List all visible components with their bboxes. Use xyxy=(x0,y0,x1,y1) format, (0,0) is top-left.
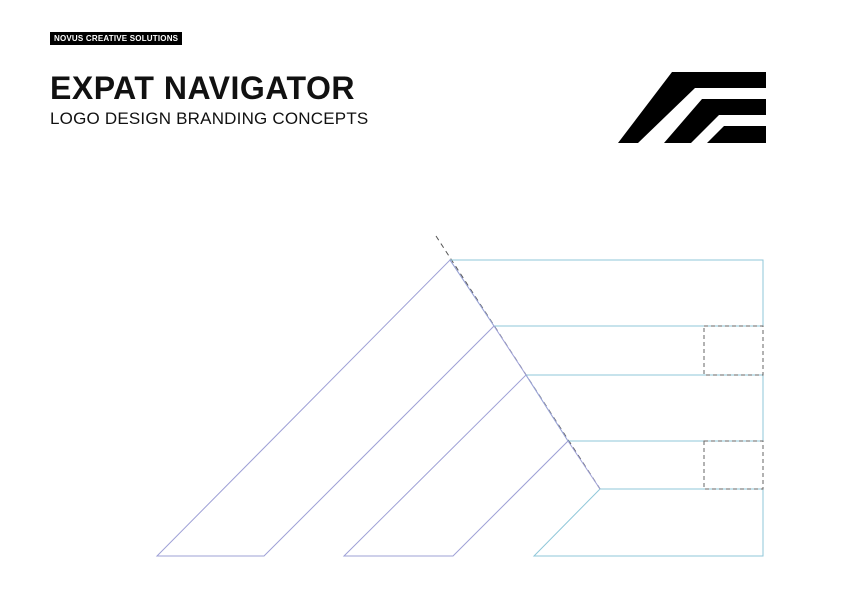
construction-left-stroke-1 xyxy=(155,259,495,557)
studio-badge: NOVUS CREATIVE SOLUTIONS xyxy=(50,32,183,45)
connector-top xyxy=(493,325,527,376)
page-title: EXPAT NAVIGATOR xyxy=(50,70,355,106)
connector-bottom xyxy=(567,440,601,490)
construction-left-stroke-2 xyxy=(342,374,569,557)
logo-stripe-top xyxy=(618,72,766,143)
page-subtitle: LOGO DESIGN BRANDING CONCEPTS xyxy=(50,109,369,128)
spacing-guide-upper xyxy=(703,325,764,376)
guide-diagonal xyxy=(435,235,603,493)
studio-name: NOVUS CREATIVE SOLUTIONS xyxy=(54,34,179,43)
logo-stripe-middle xyxy=(664,99,766,143)
construction-bottom-bar xyxy=(532,488,764,557)
logo-stripe-bottom xyxy=(707,126,766,143)
logo-mark-icon xyxy=(618,72,766,143)
construction-top-bar xyxy=(449,259,764,327)
spacing-guide-lower xyxy=(703,440,764,490)
